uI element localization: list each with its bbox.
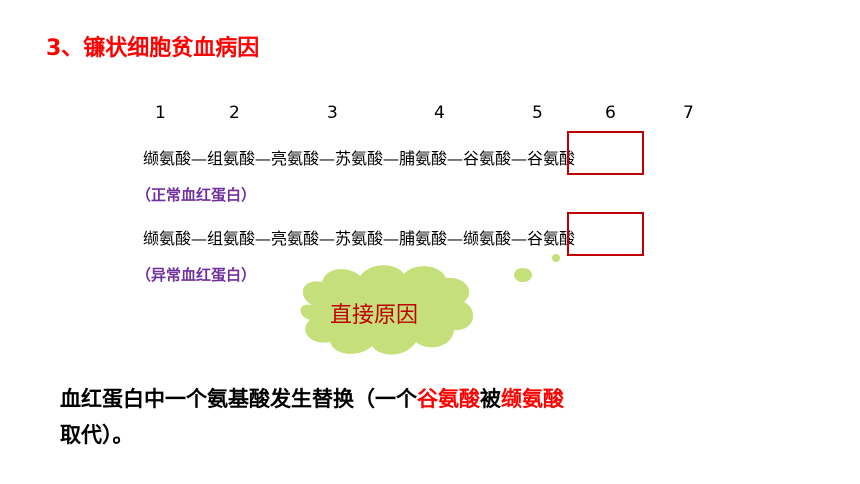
cloud-bubble [552,254,560,262]
highlight-box-abnormal [567,212,644,256]
cloud-shape [300,265,474,355]
position-number: 7 [683,103,694,123]
position-number: 5 [532,103,543,123]
cloud-text: 直接原因 [330,303,419,328]
slide-title: 3、镰状细胞贫血病因 [46,36,260,61]
position-number: 6 [605,103,616,123]
abnormal-sequence: 缬氨酸—组氨酸—亮氨酸—苏氨酸—脯氨酸—缬氨酸—谷氨酸 [143,229,576,248]
position-number: 4 [434,103,445,123]
normal-label: （正常血红蛋白） [136,186,257,204]
position-number: 2 [229,103,240,123]
explanation-highlight-valine: 缬氨酸 [501,387,564,411]
highlight-box-normal [567,131,644,175]
explanation-highlight-glutamate: 谷氨酸 [417,387,480,411]
normal-sequence: 缬氨酸—组氨酸—亮氨酸—苏氨酸—脯氨酸—谷氨酸—谷氨酸 [143,149,576,168]
explanation-part2: 被 [480,387,501,411]
position-number: 3 [327,103,338,123]
abnormal-label: （异常血红蛋白） [136,266,257,284]
cloud-bubble [514,268,532,282]
explanation-part3: 取代）。 [60,423,134,447]
position-number: 1 [155,103,166,123]
explanation-part1: 血红蛋白中一个氨基酸发生替换（一个 [60,387,417,411]
explanation-text: 血红蛋白中一个氨基酸发生替换（一个谷氨酸被缬氨酸取代）。 [60,381,790,453]
